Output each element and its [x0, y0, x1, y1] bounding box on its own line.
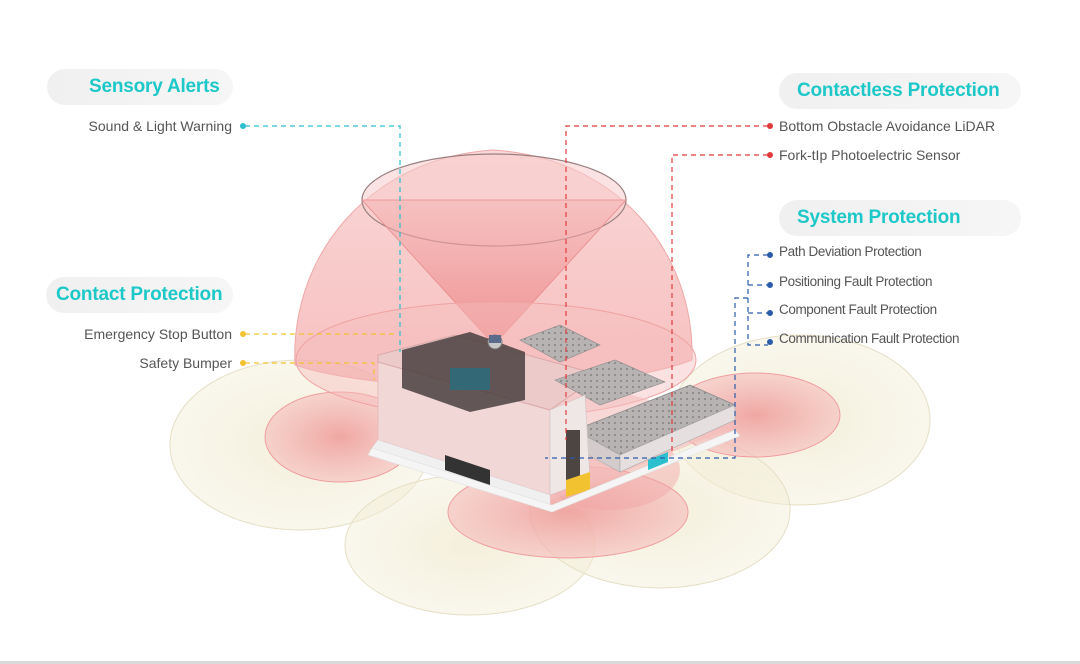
fork-tip-sensor-label: Fork-tIp Photoelectric Sensor — [779, 147, 961, 163]
path-deviation-label: Path Deviation Protection — [779, 244, 922, 259]
contactless-protection-heading: Contactless Protection — [779, 73, 1021, 109]
sensory-alerts-title: Sensory Alerts — [89, 76, 220, 97]
contactless-protection-title: Contactless Protection — [797, 80, 1000, 101]
safety-bumper-label: Safety Bumper — [139, 355, 232, 371]
emergency-stop-button-label: Emergency Stop Button — [84, 326, 232, 342]
sound-light-warning-label: Sound & Light Warning — [88, 118, 232, 134]
bottom-obstacle-lidar-label: Bottom Obstacle Avoidance LiDAR — [779, 118, 996, 134]
system-protection-title: System Protection — [797, 207, 961, 228]
sensory-alerts-heading: Sensory Alerts — [47, 69, 233, 105]
leader-lines — [245, 125, 768, 459]
leader-dot-icon — [240, 123, 773, 366]
contact-protection-title: Contact Protection — [56, 284, 223, 305]
system-protection-heading: System Protection — [779, 200, 1021, 236]
component-fault-label: Component Fault Protection — [779, 302, 937, 317]
communication-fault-label: Communication Fault Protection — [779, 331, 960, 346]
contact-protection-heading: Contact Protection — [46, 277, 233, 313]
bottom-divider — [0, 661, 1080, 664]
positioning-fault-label: Positioning Fault Protection — [779, 274, 933, 289]
